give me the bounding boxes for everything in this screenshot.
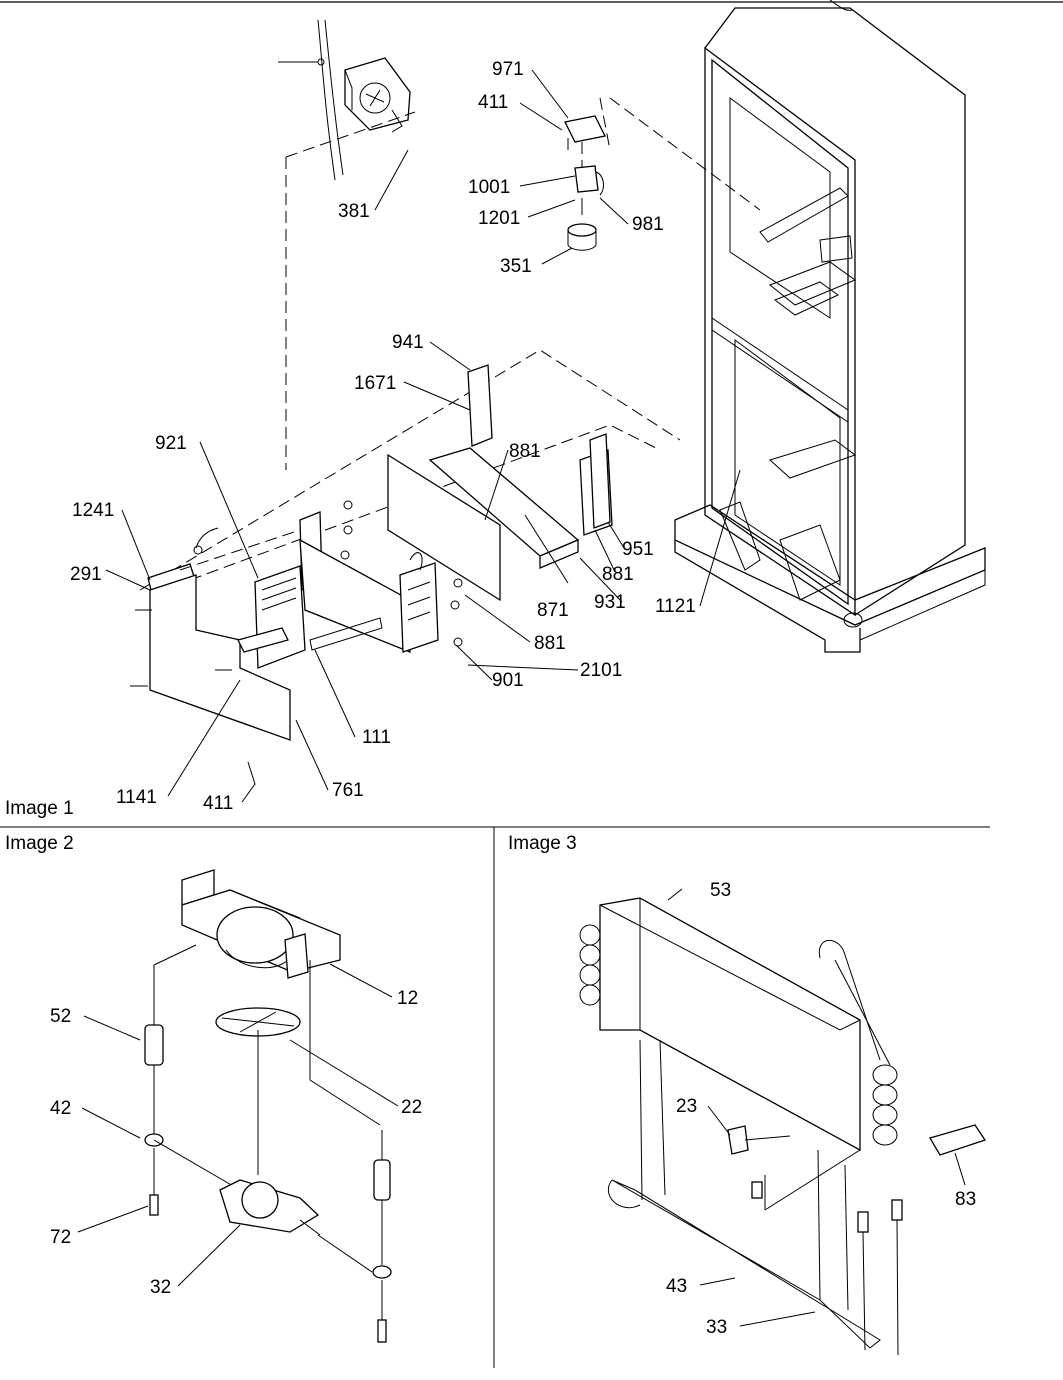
callout-43: 43 [666, 1276, 687, 1297]
callout-931: 931 [594, 592, 626, 613]
callout-951: 951 [622, 539, 654, 560]
fan-assembly-381-drawing [278, 19, 416, 470]
callout-411-top: 411 [478, 92, 508, 113]
fan-motor-assembly-drawing [144, 869, 392, 1343]
callout-871: 871 [537, 600, 569, 621]
callout-33: 33 [706, 1317, 727, 1338]
callout-1001: 1001 [468, 177, 510, 198]
callout-291: 291 [70, 564, 102, 585]
damper-control-stack-drawing [564, 97, 761, 251]
callout-881-lower: 881 [534, 633, 566, 654]
callout-981: 981 [632, 214, 664, 235]
callout-42: 42 [50, 1098, 71, 1119]
section-label-image-3: Image 3 [508, 833, 577, 854]
callout-881-middle: 881 [602, 564, 634, 585]
callout-1241: 1241 [72, 500, 114, 521]
callout-23: 23 [676, 1096, 697, 1117]
callout-12: 12 [397, 988, 418, 1009]
callout-32: 32 [150, 1277, 171, 1298]
callout-1201: 1201 [478, 208, 520, 229]
callout-351: 351 [500, 256, 532, 277]
callout-72: 72 [50, 1227, 71, 1248]
section-labels: Image 1 Image 2 Image 3 [5, 798, 577, 854]
callout-52: 52 [50, 1006, 71, 1027]
callout-971: 971 [492, 59, 524, 80]
callout-1121: 1121 [655, 596, 696, 617]
callout-761: 761 [332, 780, 364, 801]
callout-1671: 1671 [354, 373, 396, 394]
callout-83: 83 [955, 1189, 976, 1210]
evaporator-assembly-drawing [579, 897, 987, 1356]
callout-901: 901 [492, 670, 524, 691]
callout-53: 53 [710, 880, 731, 901]
callout-411-bottom: 411 [203, 793, 233, 814]
part-callouts: 971 411 1001 1201 981 351 381 941 1671 9… [50, 59, 976, 1338]
control-housing-drawing [130, 349, 681, 741]
callout-leader-lines [77, 69, 966, 1327]
callout-921: 921 [155, 433, 187, 454]
callout-881-upper: 881 [509, 441, 541, 462]
callout-381: 381 [338, 201, 370, 222]
section-label-image-1: Image 1 [5, 798, 74, 819]
callout-22: 22 [401, 1097, 422, 1118]
callout-2101: 2101 [580, 660, 622, 681]
refrigerator-cabinet-drawing [674, 0, 986, 653]
section-label-image-2: Image 2 [5, 833, 74, 854]
callout-1141: 1141 [116, 787, 157, 808]
callout-941: 941 [392, 332, 424, 353]
callout-111: 111 [362, 727, 391, 748]
